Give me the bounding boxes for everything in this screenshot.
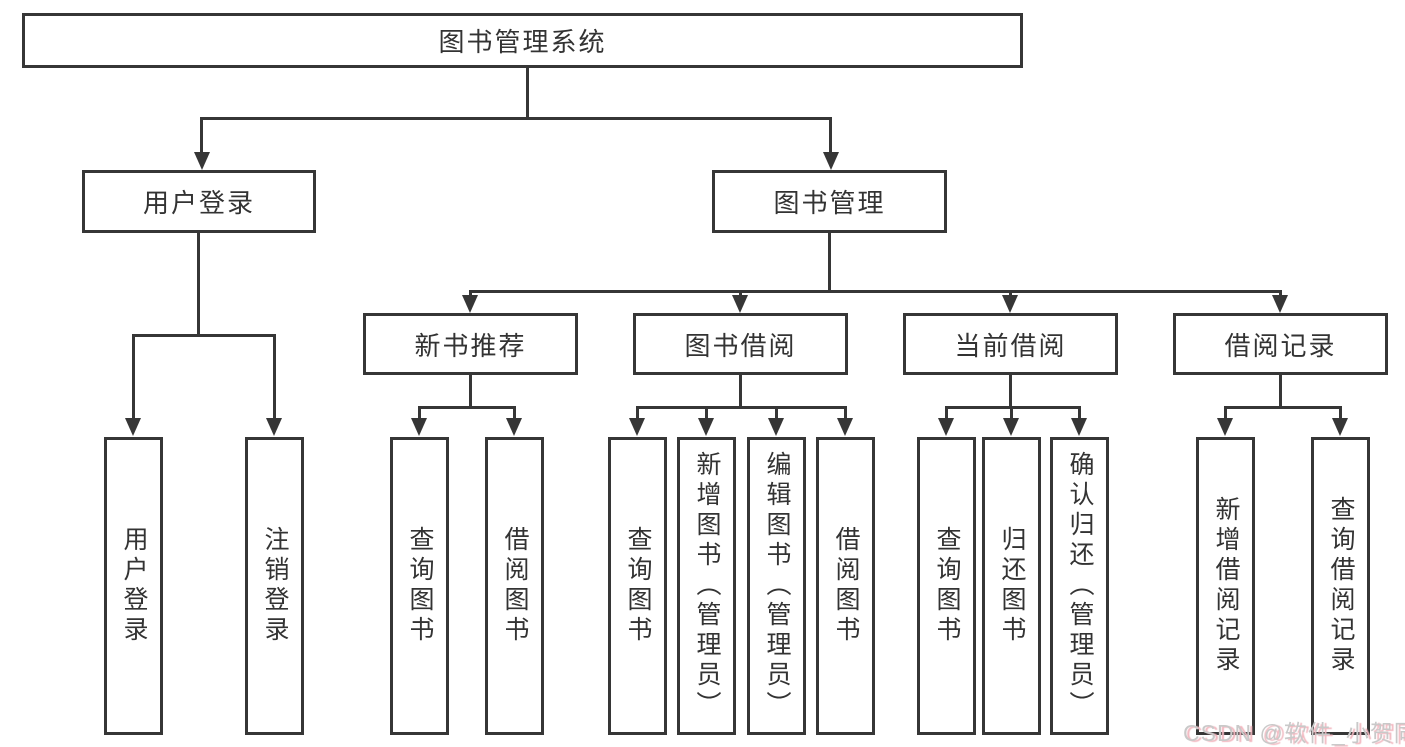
- connector-line: [945, 406, 1081, 409]
- leaf-label: 查询图书: [624, 526, 652, 646]
- leaf-label: 查询图书: [406, 526, 434, 646]
- connector-line: [1279, 375, 1282, 409]
- connector-line: [945, 406, 948, 420]
- connector-line: [739, 375, 742, 409]
- connector-line: [1009, 290, 1012, 298]
- leaf-label: 归还图书: [998, 526, 1026, 646]
- arrow-down-icon: [266, 418, 282, 436]
- arrow-down-icon: [629, 418, 645, 436]
- connector-line: [775, 406, 778, 420]
- leaf-borrow-book-1: 借阅图书: [485, 437, 544, 735]
- arrow-down-icon: [823, 152, 839, 170]
- leaf-query-book-1: 查询图书: [390, 437, 449, 735]
- connector-line: [200, 117, 832, 120]
- node-label: 图书管理: [773, 188, 886, 218]
- connector-line: [636, 406, 847, 409]
- leaf-edit-book-admin: 编辑图书（管理员）: [747, 437, 806, 735]
- connector-line: [705, 406, 708, 420]
- node-book-borrow: 图书借阅: [633, 313, 848, 375]
- connector-line: [469, 375, 472, 409]
- arrow-down-icon: [194, 152, 210, 170]
- connector-line: [1279, 290, 1282, 298]
- connector-line: [200, 117, 203, 155]
- node-book-management: 图书管理: [712, 170, 947, 233]
- leaf-label: 借阅图书: [501, 526, 529, 646]
- leaf-label: 编辑图书（管理员）: [763, 451, 791, 721]
- leaf-add-borrow-record: 新增借阅记录: [1196, 437, 1255, 735]
- leaf-label: 新增图书（管理员）: [693, 451, 721, 721]
- connector-line: [526, 68, 529, 119]
- arrow-down-icon: [732, 295, 748, 313]
- arrow-down-icon: [462, 295, 478, 313]
- arrow-down-icon: [938, 418, 954, 436]
- leaf-return-book: 归还图书: [982, 437, 1041, 735]
- arrow-down-icon: [837, 418, 853, 436]
- connector-line: [828, 233, 831, 293]
- leaf-query-book-3: 查询图书: [917, 437, 976, 735]
- leaf-label: 查询借阅记录: [1327, 496, 1355, 676]
- connector-line: [1009, 375, 1012, 409]
- connector-line: [1224, 406, 1342, 409]
- connector-line: [197, 233, 200, 337]
- arrow-down-icon: [1002, 295, 1018, 313]
- node-label: 当前借阅: [954, 330, 1067, 361]
- leaf-label: 借阅图书: [832, 526, 860, 646]
- arrow-down-icon: [1332, 418, 1348, 436]
- connector-line: [132, 334, 135, 420]
- leaf-query-borrow-record: 查询借阅记录: [1311, 437, 1370, 735]
- leaf-label: 注销登录: [261, 526, 289, 646]
- connector-line: [1224, 406, 1227, 420]
- node-label: 借阅记录: [1224, 330, 1337, 361]
- arrow-down-icon: [1071, 418, 1087, 436]
- connector-line: [1078, 406, 1081, 420]
- node-user-login: 用户登录: [82, 170, 316, 233]
- connector-line: [469, 290, 1282, 293]
- node-label: 图书管理系统: [438, 27, 607, 57]
- arrow-down-icon: [1217, 418, 1233, 436]
- leaf-add-book-admin: 新增图书（管理员）: [677, 437, 736, 735]
- node-label: 图书借阅: [684, 330, 797, 361]
- connector-line: [469, 290, 472, 298]
- connector-line: [739, 290, 742, 298]
- connector-line: [844, 406, 847, 420]
- arrow-down-icon: [506, 418, 522, 436]
- arrow-down-icon: [768, 418, 784, 436]
- connector-line: [418, 406, 421, 420]
- node-current-borrow: 当前借阅: [903, 313, 1118, 375]
- connector-line: [418, 406, 516, 409]
- connector-line: [1339, 406, 1342, 420]
- connector-line: [513, 406, 516, 420]
- arrow-down-icon: [698, 418, 714, 436]
- leaf-label: 用户登录: [120, 526, 148, 646]
- connector-line: [273, 334, 276, 420]
- leaf-label: 查询图书: [933, 526, 961, 646]
- leaf-confirm-return-admin: 确认归还（管理员）: [1050, 437, 1109, 735]
- arrow-down-icon: [411, 418, 427, 436]
- arrow-down-icon: [1272, 295, 1288, 313]
- connector-line: [132, 334, 276, 337]
- node-new-book-recommend: 新书推荐: [363, 313, 578, 375]
- leaf-label: 新增借阅记录: [1212, 496, 1240, 676]
- leaf-label: 确认归还（管理员）: [1066, 451, 1094, 721]
- arrow-down-icon: [1003, 418, 1019, 436]
- watermark-text: CSDN @软件_小贺同学: [1183, 720, 1405, 746]
- connector-line: [1010, 406, 1013, 420]
- node-label: 用户登录: [142, 188, 255, 218]
- node-borrow-records: 借阅记录: [1173, 313, 1388, 375]
- leaf-user-login: 用户登录: [104, 437, 163, 735]
- leaf-query-book-2: 查询图书: [608, 437, 667, 735]
- connector-line: [829, 117, 832, 155]
- connector-line: [636, 406, 639, 420]
- node-label: 新书推荐: [414, 330, 527, 361]
- leaf-borrow-book-2: 借阅图书: [816, 437, 875, 735]
- arrow-down-icon: [125, 418, 141, 436]
- node-root: 图书管理系统: [22, 13, 1023, 68]
- leaf-logout: 注销登录: [245, 437, 304, 735]
